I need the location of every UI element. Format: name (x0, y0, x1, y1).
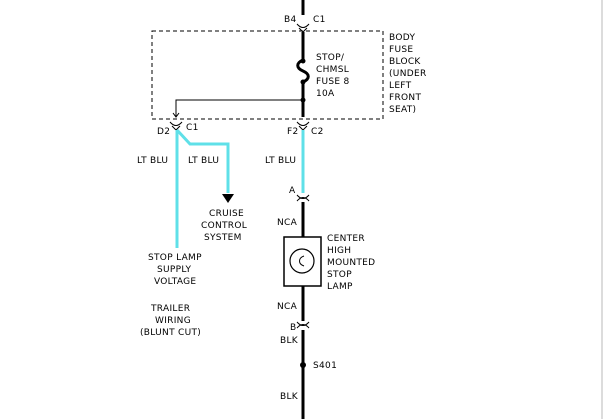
fuse-label-line: CHMSL (316, 65, 349, 75)
lamp-label-line: STOP (327, 270, 352, 280)
connector-a-label: A (289, 186, 296, 196)
connector-b-symbol (296, 321, 310, 326)
connector-a-symbol (296, 194, 310, 199)
lamp-label-line: LAMP (327, 282, 353, 292)
connector-top-name: C1 (313, 15, 326, 25)
cruise-label-line: SYSTEM (204, 233, 242, 243)
branch-arrow (172, 112, 180, 118)
lamp-label-line: CENTER (327, 234, 365, 244)
lamp-bulb-icon (289, 248, 315, 274)
stop-lamp-label-line: VOLTAGE (154, 277, 196, 287)
cruise-control-wire (175, 128, 230, 193)
connector-right-name: C2 (311, 127, 324, 137)
fuse-block-outline (151, 30, 384, 120)
lamp-filament-icon (299, 255, 305, 267)
fuse-label-line: 10A (316, 89, 335, 99)
fuse-label-line: STOP/ (316, 53, 345, 63)
cruise-control-arrow (222, 194, 234, 203)
lamp-label-line: MOUNTED (327, 258, 375, 268)
trailer-label-line: WIRING (155, 316, 191, 326)
wire-label-right: LT BLU (265, 156, 296, 166)
fuse-node-dot (300, 58, 306, 64)
connector-a-symbol-2 (296, 197, 310, 202)
connector-right-pin: F2 (287, 127, 299, 137)
trailer-label-line: TRAILER (150, 304, 190, 314)
wire-label-blk-b: BLK (280, 336, 299, 346)
cruise-label-line: CONTROL (201, 221, 247, 231)
splice-s401-dot (300, 362, 306, 368)
connector-left-pin: D2 (157, 127, 170, 137)
fuse-block-label-line: BODY (389, 33, 415, 43)
connector-left-name: C1 (186, 123, 199, 133)
fuse-block-label-line: SEAT) (389, 105, 416, 115)
connector-left-symbol (169, 121, 183, 126)
branch-wire (175, 99, 303, 117)
fuse-block-label-line: BLOCK (389, 57, 421, 67)
nca-top-label: NCA (277, 218, 298, 228)
fuse-label-line: FUSE 8 (316, 77, 350, 87)
cruise-label-line: CRUISE (209, 209, 244, 219)
fuse-symbol (296, 58, 310, 84)
fuse-block-label-line: (UNDER (389, 69, 427, 79)
nca-bottom-label: NCA (277, 302, 298, 312)
connector-c1-top-symbol (296, 23, 310, 28)
stop-lamp-label-line: STOP LAMP (148, 253, 202, 263)
fuse-block-label-line: FRONT (389, 93, 421, 103)
lamp-label-line: HIGH (327, 246, 351, 256)
connector-left-symbol-2 (171, 125, 181, 131)
connector-b-symbol-2 (296, 324, 310, 329)
fuse-block-label-line: FUSE (389, 45, 413, 55)
connector-b-label: B (290, 323, 296, 333)
wire-label-left-b: LT BLU (188, 156, 219, 166)
wire-label-blk-bottom: BLK (280, 392, 299, 402)
wire-label-left-a: LT BLU (137, 156, 168, 166)
connector-right-symbol-2 (298, 125, 308, 131)
fuse-block-label-line: LEFT (389, 81, 412, 91)
connector-right-symbol (296, 121, 310, 126)
splice-s401-label: S401 (313, 361, 337, 371)
stop-lamp-label-line: SUPPLY (157, 265, 191, 275)
fuse-node-dot-2 (300, 79, 306, 85)
trailer-label-line: (BLUNT CUT) (140, 328, 201, 338)
connector-top-pin: B4 (284, 15, 297, 25)
